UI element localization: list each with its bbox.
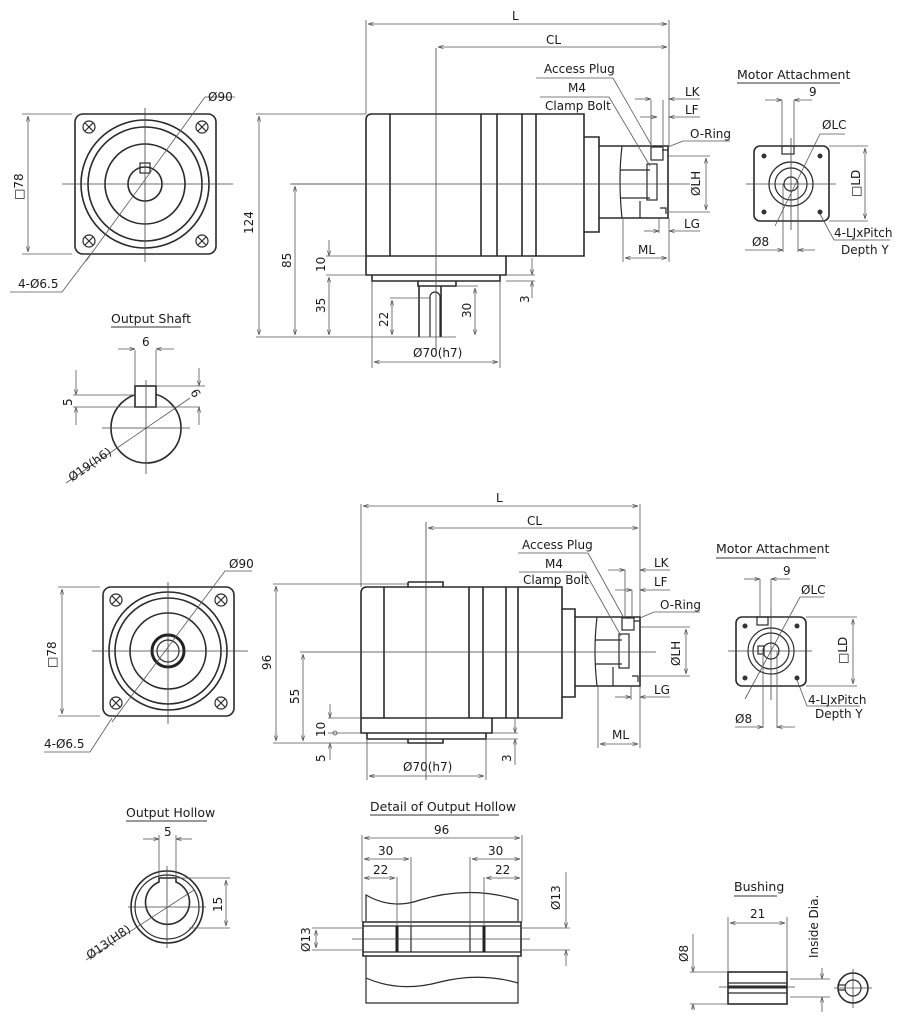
bottom-lk-label: LK <box>654 556 670 570</box>
bottom-lh-label: ØLH <box>669 641 683 666</box>
mount-hole-icon <box>109 593 228 710</box>
bottom-ma-key-width-label: 9 <box>783 564 791 578</box>
bottom-front-view <box>44 570 252 753</box>
top-pilot-step-label: 3 <box>518 295 532 303</box>
top-access-plug-label: Access Plug <box>544 62 615 76</box>
bottom-motor-attachment <box>716 557 860 728</box>
top-lg-label: LG <box>684 217 700 231</box>
detail-hollow-title: Detail of Output Hollow <box>370 799 516 814</box>
top-pilot-diameter-label: Ø70(h7) <box>413 346 462 360</box>
bottom-ma-ld-label: □LD <box>836 637 850 664</box>
detail-hollow-total-length-label: 96 <box>434 823 449 837</box>
bottom-ma-taps-label: 4-LJxPitch <box>808 693 867 707</box>
bushing-detail <box>690 895 872 1012</box>
top-o-ring-label: O-Ring <box>690 127 731 141</box>
bottom-ma-lc-label: ØLC <box>801 583 826 597</box>
output-shaft-diameter-label: Ø19(h6) <box>66 445 114 485</box>
bottom-ma-shaft-dia-label: Ø8 <box>735 712 752 726</box>
top-center-height-label: 85 <box>280 253 294 268</box>
top-ml-label: ML <box>638 243 655 257</box>
top-ma-ld-label: □LD <box>849 170 863 197</box>
bottom-base-thickness-label: 10 <box>314 722 328 737</box>
bushing-outer-dia-label: Ø8 <box>677 945 691 962</box>
detail-hollow-right-30-label: 30 <box>488 844 503 858</box>
top-ma-depth-label: Depth Y <box>841 243 889 257</box>
output-shaft-key-height-label: 5 <box>61 398 75 406</box>
top-key-length-label: 22 <box>377 312 391 327</box>
output-shaft-key-width-label: 6 <box>142 335 150 349</box>
top-ma-taps-label: 4-LJxPitch <box>834 226 893 240</box>
top-height-label: 124 <box>242 211 256 234</box>
top-CL-label: CL <box>546 33 561 47</box>
top-side-view <box>256 20 730 368</box>
detail-hollow-right-22-label: 22 <box>495 863 510 877</box>
bottom-pilot-diameter-label: Ø70(h7) <box>403 760 452 774</box>
output-hollow-key-width-label: 5 <box>164 825 172 839</box>
bottom-ml-label: ML <box>612 728 629 742</box>
top-ma-key-width-label: 9 <box>809 85 817 99</box>
bottom-m4-label: M4 <box>545 557 563 571</box>
output-hollow-section <box>85 820 230 961</box>
top-flange-diameter-label: Ø90 <box>208 90 233 104</box>
top-shaft-length-label: 30 <box>460 303 474 318</box>
bushing-inside-dia-label: Inside Dia. <box>807 895 821 958</box>
bushing-title: Bushing <box>734 879 784 894</box>
bottom-motor-attachment-title: Motor Attachment <box>716 541 829 556</box>
top-lf-label: LF <box>685 103 699 117</box>
top-m4-label: M4 <box>568 81 586 95</box>
detail-hollow-left-30-label: 30 <box>378 844 393 858</box>
output-shaft-section <box>65 326 205 484</box>
top-ma-shaft-dia-label: Ø8 <box>752 235 769 249</box>
output-shaft-title: Output Shaft <box>111 311 191 326</box>
detail-hollow-left-dia-label: Ø13 <box>299 927 313 952</box>
top-ma-lc-label: ØLC <box>822 118 847 132</box>
mount-hole-icon <box>82 120 209 248</box>
top-front-view <box>10 96 235 293</box>
bottom-height-label: 96 <box>260 655 274 670</box>
top-square-label: □78 <box>12 173 26 200</box>
output-hollow-key-height-label: 15 <box>211 897 225 912</box>
top-L-label: L <box>512 9 519 23</box>
top-motor-attachment <box>737 82 890 252</box>
top-lh-label: ØLH <box>689 171 703 196</box>
top-mount-holes-label: 4-Ø6.5 <box>18 277 59 291</box>
detail-hollow-right-dia-label: Ø13 <box>549 885 563 910</box>
bottom-square-label: □78 <box>45 641 59 668</box>
bottom-mount-holes-label: 4-Ø6.5 <box>44 737 85 751</box>
detail-output-hollow <box>312 814 570 1004</box>
bottom-offset-label: 5 <box>314 754 328 762</box>
top-lk-label: LK <box>685 85 701 99</box>
detail-hollow-left-22-label: 22 <box>373 863 388 877</box>
bottom-flange-diameter-label: Ø90 <box>229 557 254 571</box>
bottom-lg-label: LG <box>654 683 670 697</box>
bottom-center-height-label: 55 <box>288 689 302 704</box>
bottom-lf-label: LF <box>654 575 668 589</box>
output-hollow-title: Output Hollow <box>126 805 215 820</box>
top-clamp-bolt-label: Clamp Bolt <box>545 99 611 113</box>
bottom-access-plug-label: Access Plug <box>522 538 593 552</box>
top-motor-attachment-title: Motor Attachment <box>737 67 850 82</box>
bottom-clamp-bolt-label: Clamp Bolt <box>523 573 589 587</box>
top-shaft-height-label: 35 <box>314 298 328 313</box>
bottom-o-ring-label: O-Ring <box>660 598 701 612</box>
bottom-side-view <box>273 504 700 780</box>
bottom-CL-label: CL <box>527 514 542 528</box>
output-hollow-diameter-label: Ø13(H8) <box>84 922 134 963</box>
top-base-thickness-label: 10 <box>314 257 328 272</box>
bushing-length-label: 21 <box>750 907 765 921</box>
bottom-pilot-step-label: 3 <box>500 754 514 762</box>
bottom-ma-depth-label: Depth Y <box>815 707 863 721</box>
bottom-L-label: L <box>496 491 503 505</box>
